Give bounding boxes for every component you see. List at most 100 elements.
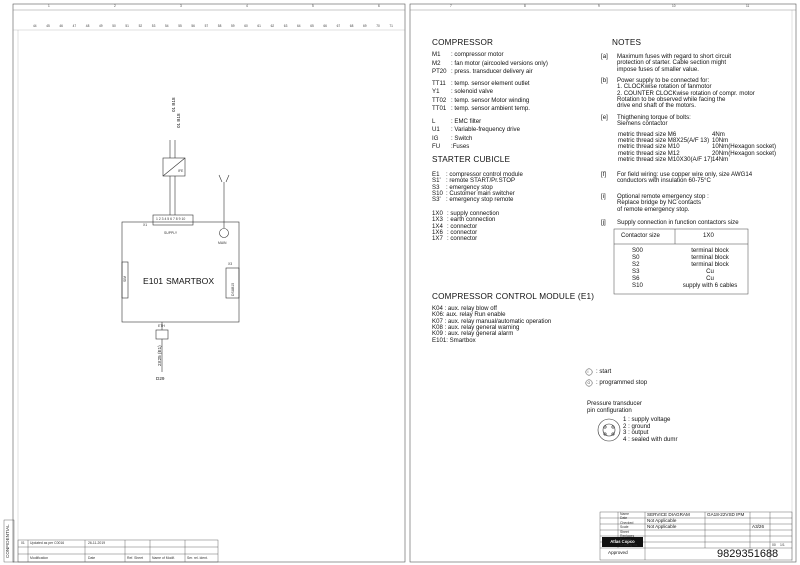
revision-id: 01 [21,541,25,545]
sim-slot [121,261,129,299]
fuse-label: IFE [178,169,184,173]
doc-na-1: Not Applicable [647,518,677,523]
main-label: MAIN [218,241,227,245]
torque-value: 14Nm [712,155,729,163]
title-block-field: Sheet [620,529,629,534]
note-line: Rotation to be observed while facing the [617,95,726,103]
ruler-tick-label: 56 [191,24,195,28]
ruler-tick-label: 48 [85,24,90,28]
x1-pins: 1 2 3 4 5 6 7 8 9 10 [156,217,186,221]
connector-desc: : connector [447,228,478,236]
torque-thread: metric thread size M10X30(A/F 17) [618,155,713,163]
note-tag: [i] [601,193,606,200]
ruler-tick-label: 54 [165,24,169,28]
note-tag: [b] [601,77,608,84]
starter-item-desc: : emergency stop [446,183,493,191]
x3-connector [225,267,240,299]
ruler-tick-label: 67 [336,24,341,28]
torque-value: 4Nm [712,130,725,138]
ruler-tick-label: 46 [59,24,63,28]
ruler-column-label: 2 [114,4,116,8]
revision-field: Ser. rel. ident. [187,556,208,560]
stop-symbol [585,379,593,387]
table-cell-size: S2 [632,261,640,268]
main-antenna-port [219,228,229,238]
control-module-item: K04 : aux. relay blow off [432,305,497,312]
ruler-column-label: 7 [450,4,452,8]
ruler-tick-label: 71 [389,24,393,28]
revision-block [3,519,219,563]
compressor-item-desc: : press. transducer delivery air [451,68,533,75]
ruler-column-label: 5 [312,4,314,8]
starter-item-code: S10 [432,189,443,197]
control-module-title: COMPRESSOR CONTROL MODULE (E1) [432,292,595,301]
transducer-pin: 2 : ground [623,422,651,430]
note-line: 1. CLOCKwise rotation of fanmotor [617,83,712,91]
compressor-item-code: IG [432,134,439,142]
title-block-field: Replaces [620,534,635,538]
compressor-item-desc: : fan motor (aircooled versions only) [451,59,548,67]
ruler-tick-label: 45 [46,24,50,28]
ruler-column-label: 11 [746,4,750,8]
connector-code: 1X0 [432,210,443,217]
smartbox-name: SMARTBOX [166,276,215,286]
ruler-column-label: 6 [378,4,380,8]
ruler-tick-label: 64 [297,24,301,28]
ruler-tick-label: 50 [112,24,116,28]
ruler-tick-label: 61 [257,24,261,28]
ruler-tick-label: 65 [310,24,314,28]
connector-desc: : connector [447,235,478,243]
title-block-field: Format [620,538,631,543]
table-cell-size: S3 [632,268,640,275]
x3-sub-label: DSUB15 [231,282,235,296]
table-cell-size: S00 [632,247,643,254]
starter-item-code: S1' [432,177,441,185]
ruler-tick-label: 69 [363,24,367,28]
ruler-tick-label: 51 [125,24,129,28]
ruler-tick-label: 53 [151,24,156,28]
title-block-field: Scale [620,525,629,530]
brand-logo: Atlas Copco [602,537,643,547]
doc-code: GA18-22VSD IPM [707,512,745,517]
contactor-table [613,228,749,295]
ruler-column-label: 8 [524,4,526,8]
doc-na-2: Not Applicable [647,524,677,529]
note-line: drive end shaft of the motors. [617,102,696,110]
note-tag: [j] [601,219,606,226]
compressor-item-desc: : temp. sensor element outlet [451,79,530,87]
transducer-title: pin configuration [587,407,632,414]
control-module-item: K08 : aux. relay general warning [432,323,520,331]
compressor-item-desc: : EMC filter [451,117,482,125]
supply-label: SUPPLY [164,231,178,235]
revision-number: 00 [772,543,776,547]
compressor-item-desc: : temp. sensor ambient temp. [451,105,530,112]
eth-label: ETH [158,324,165,328]
note-line: protection of starter. Cable section mig… [617,59,727,67]
starter-item-code: S3' [432,196,441,204]
connector-desc: : supply connection [447,210,500,217]
ruler-tick-label: 52 [138,24,143,28]
control-module-item: E101: Smartbox [432,336,476,344]
legend-stop: : programmed stop [596,379,648,386]
note-line: For field wiring: use copper wire only, … [617,171,753,178]
starter-item-desc: : compressor control module [446,171,523,178]
title-block-field: Date [620,516,628,521]
document-number: 9829351688 [717,548,779,560]
connector-desc: : connector [447,222,478,230]
ruler-column-label: 9 [598,4,600,8]
compressor-item-code: PT20 [432,68,447,75]
legend-start: : start [596,368,612,375]
control-module-item: K06: aux. relay Run enable [432,311,506,319]
note-line: of remote emergency stop. [617,205,690,213]
ruler-tick-label: 55 [178,24,182,28]
stop-symbol-glyph: O [587,380,591,385]
compressor-title: COMPRESSOR [432,38,494,47]
connector-code: 1X3 [432,216,443,224]
start-symbol [585,368,593,376]
note-tag: [f] [601,171,607,178]
note-tag: [a] [601,53,608,60]
cable-label: 2X25 (E1) [157,345,162,366]
table-cell-1x0: supply with 6 cables [682,282,738,289]
title-block-field: Checked [620,520,634,525]
ruler-tick-label: 49 [99,24,103,28]
